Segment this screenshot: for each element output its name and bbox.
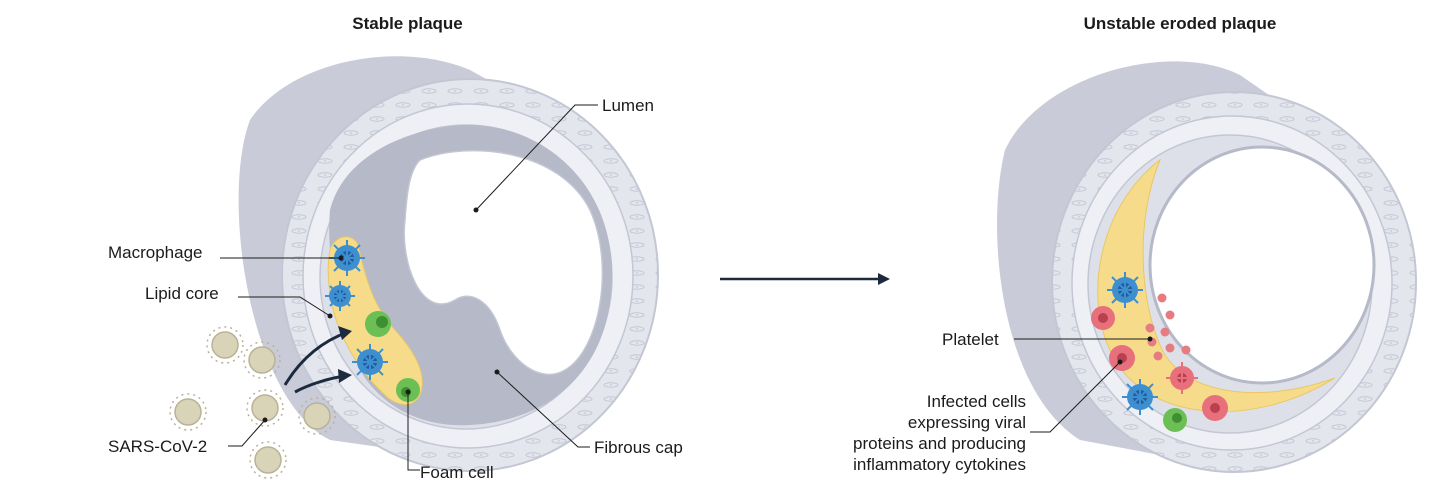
- virus-particle: [298, 397, 336, 435]
- label-infected-line-3: proteins and producing: [853, 434, 1026, 453]
- panel-title-unstable: Unstable eroded plaque: [1083, 14, 1277, 33]
- label-infected-line-1: Infected cells: [926, 392, 1026, 411]
- lumen-opening: [1148, 145, 1376, 385]
- label-infected-cells: Infected cells expressing viral proteins…: [800, 391, 1026, 475]
- unstable-plaque-vessel: [997, 61, 1417, 473]
- platelet: [1153, 351, 1163, 361]
- leader-dot: [262, 417, 268, 423]
- platelets: [1145, 293, 1191, 361]
- macrophage-cell-2: [1122, 379, 1158, 415]
- macrophage-cell-3: [352, 344, 388, 380]
- sars-cov-2-particles: [169, 326, 336, 479]
- leader-dot: [494, 369, 500, 375]
- leader-dot: [1147, 336, 1153, 342]
- stable-plaque-vessel: [238, 56, 659, 472]
- lumen-opening: [403, 149, 604, 376]
- label-lumen: Lumen: [602, 96, 654, 115]
- infected-cell-1: [1091, 306, 1115, 330]
- virus-particle: [169, 393, 207, 431]
- lipid-core: [1097, 158, 1336, 413]
- label-sars-cov-2: SARS-CoV-2: [108, 437, 208, 456]
- platelet: [1157, 293, 1167, 303]
- virus-particle: [243, 341, 281, 379]
- infected-cell-4: [1202, 395, 1228, 421]
- leader-dot: [473, 207, 479, 213]
- platelet: [1181, 345, 1191, 355]
- arrowhead: [338, 326, 352, 340]
- label-lipid-core: Lipid core: [145, 284, 219, 303]
- left-leader-lines: [220, 104, 598, 471]
- macrophage-cell-1: [1107, 272, 1143, 308]
- foam-cell-1: [365, 311, 391, 337]
- leader-dot: [338, 255, 344, 261]
- virus-particle: [206, 326, 244, 364]
- label-infected-line-2: expressing viral: [907, 413, 1026, 432]
- platelet: [1165, 343, 1175, 353]
- platelet: [1165, 310, 1175, 320]
- platelet: [1145, 323, 1155, 333]
- infected-cell-3: [1166, 362, 1198, 394]
- label-foam-cell: Foam cell: [420, 463, 494, 482]
- arrowhead: [338, 369, 352, 383]
- leader-dot: [405, 389, 411, 395]
- virus-particle: [249, 441, 287, 479]
- macrophage-cell-2: [325, 281, 355, 311]
- label-fibrous-cap: Fibrous cap: [594, 438, 683, 457]
- platelet: [1160, 327, 1170, 337]
- label-macrophage: Macrophage: [108, 243, 203, 262]
- label-infected-line-4: inflammatory cytokines: [853, 455, 1026, 474]
- right-leader-lines: [1014, 338, 1150, 433]
- leader-dot: [327, 313, 333, 319]
- infected-cell-2: [1109, 345, 1135, 371]
- foam-cell-1: [1163, 408, 1187, 432]
- panel-title-stable: Stable plaque: [352, 14, 463, 33]
- label-platelet: Platelet: [942, 330, 999, 349]
- progression-arrow: [720, 273, 890, 285]
- leader-dot: [1117, 359, 1123, 365]
